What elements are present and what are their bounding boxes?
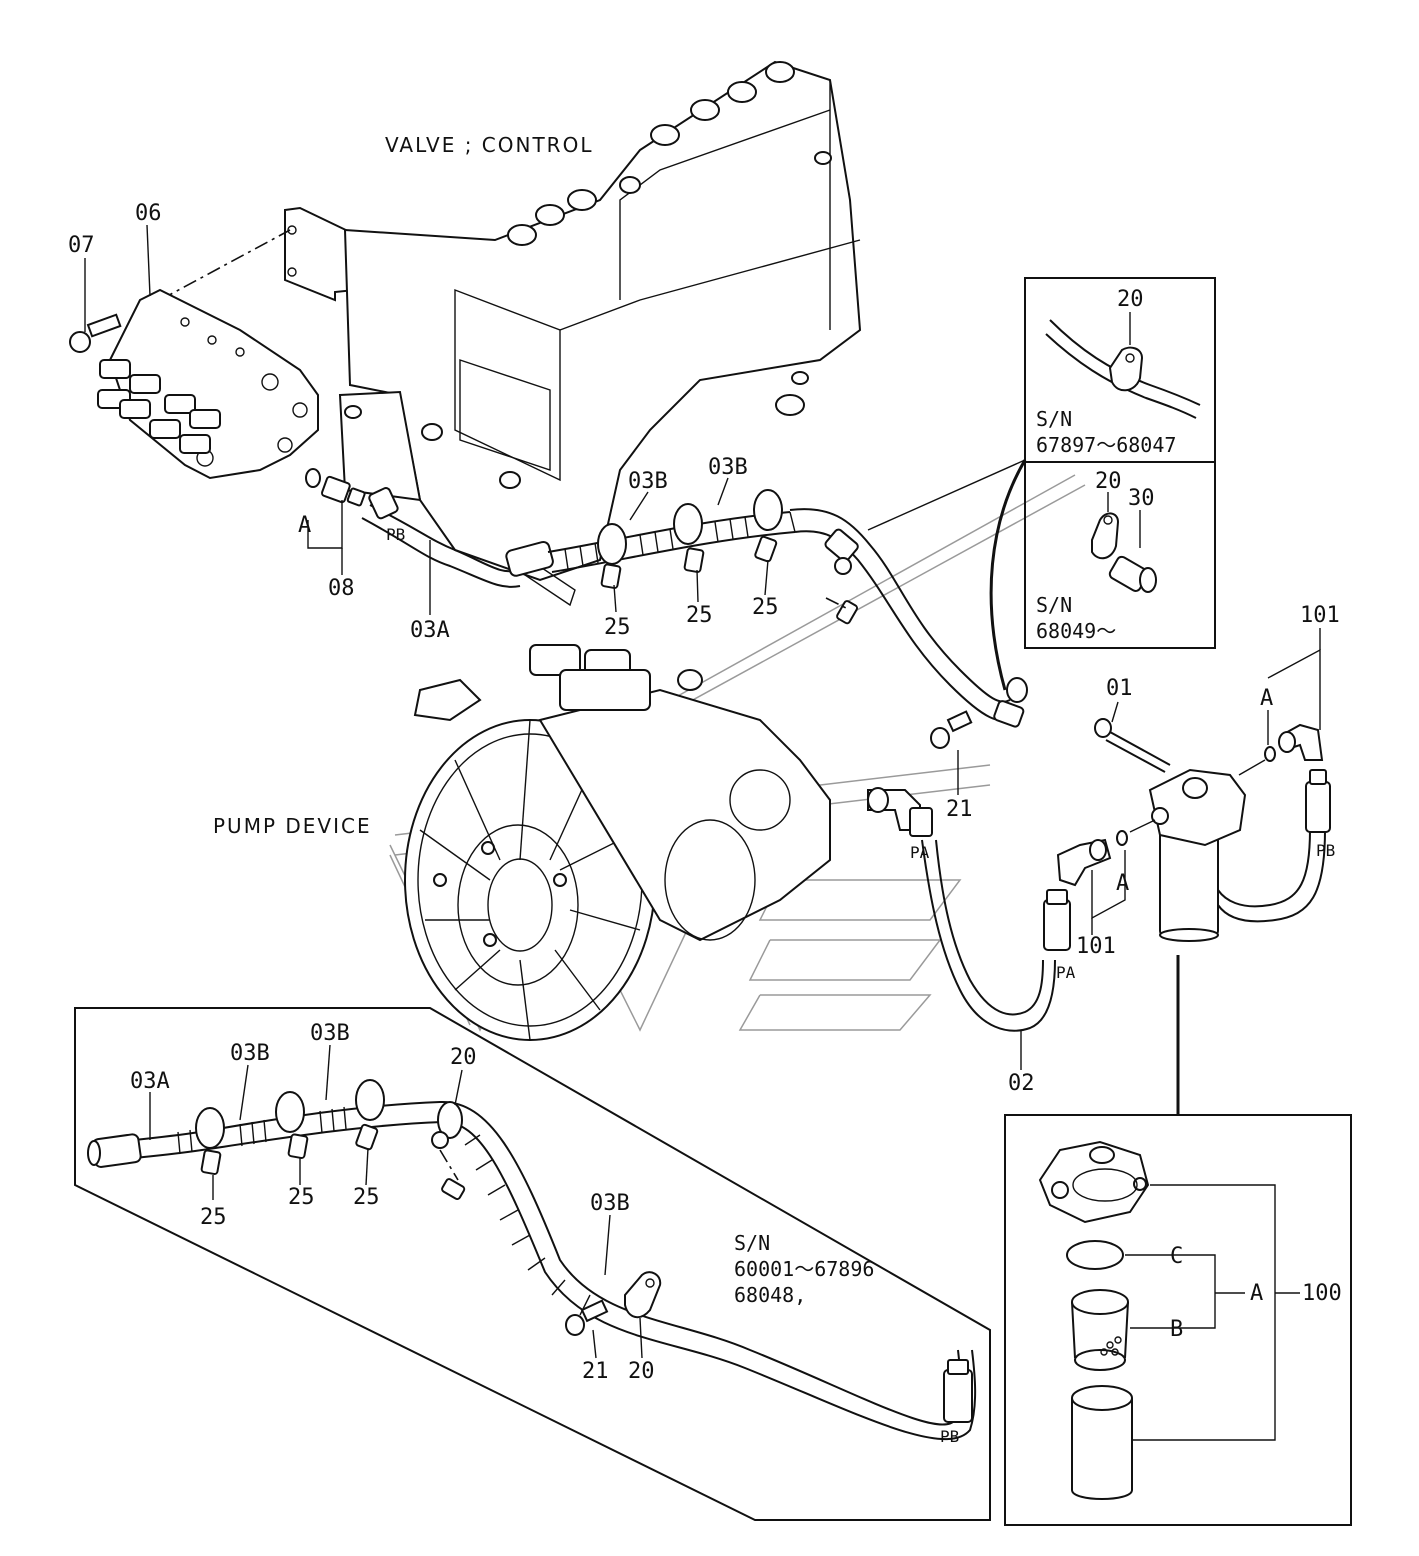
- inset-filter-exploded: C B A 100: [1004, 1114, 1352, 1526]
- filter-callout-A: A: [1250, 1281, 1263, 1306]
- callout-A-mid: A: [1116, 871, 1129, 896]
- inset-lower-callout-25-1: 25: [200, 1205, 227, 1230]
- inset-lower-callout-03B-2: 03B: [310, 1021, 350, 1046]
- inset2-callout-20: 20: [1095, 469, 1122, 494]
- inset-lower-callout-25-2: 25: [288, 1185, 315, 1210]
- callout-PB-top: PB: [386, 525, 405, 544]
- inset-lower-callout-20-top: 20: [450, 1045, 477, 1070]
- filter-callout-C: C: [1170, 1244, 1183, 1269]
- control-valve-drawing: [159, 60, 862, 607]
- callout-03B-top1: 03B: [628, 469, 668, 494]
- inset-lower-callout-03A: 03A: [130, 1069, 170, 1094]
- callout-25-t2: 25: [686, 603, 713, 628]
- inset-lower-callout-21: 21: [582, 1359, 609, 1384]
- hose-02: [921, 839, 1071, 1032]
- inset-lower-callout-20-bot: 20: [628, 1359, 655, 1384]
- filter-callout-B: B: [1170, 1317, 1183, 1342]
- inset-serial-variants: 20 S/N 67897～68047 20 30 S/N 68049～: [1024, 277, 1216, 649]
- valve-title: VALVE ; CONTROL: [385, 133, 593, 157]
- callout-PA-mid: PA: [910, 843, 930, 862]
- inset-lower-callout-03B-1: 03B: [230, 1041, 270, 1066]
- inset-lower-sn-range1: 60001～67896: [734, 1257, 874, 1281]
- inset1-sn-range: 67897～68047: [1036, 433, 1176, 457]
- inset1-callout-20: 20: [1117, 287, 1144, 312]
- clamps-25-top: [597, 489, 783, 589]
- callout-03B-top2: 03B: [708, 455, 748, 480]
- inset-lower-callout-25-3: 25: [353, 1185, 380, 1210]
- callout-03A-top: 03A: [410, 618, 450, 643]
- inset-lower-sleeve: [177, 1106, 591, 1316]
- inset1-sn-label: S/N: [1036, 407, 1072, 431]
- callout-101-top: 101: [1300, 603, 1340, 628]
- callout-PB-right: PB: [1316, 841, 1335, 860]
- inset2-callout-30: 30: [1128, 486, 1155, 511]
- filter-callout-100: 100: [1302, 1281, 1342, 1306]
- callout-PA-low: PA: [1056, 963, 1076, 982]
- callout-A-valve: A: [298, 513, 311, 538]
- fitting-08: [321, 475, 366, 507]
- main-callouts: 07 06 A PB 08 03A 03B 03B 25 25 25 21 PA…: [68, 201, 1340, 1096]
- inset-lower-sn-range2: 68048,: [734, 1283, 806, 1307]
- callout-02: 02: [1008, 1071, 1035, 1096]
- bolt-21-mid: [930, 677, 1028, 749]
- inset-lower-callout-PB: PB: [940, 1427, 959, 1446]
- bolt-01: [1094, 718, 1171, 773]
- inset2-sn-label: S/N: [1036, 593, 1072, 617]
- bolt-07: [69, 313, 122, 353]
- callout-08: 08: [328, 576, 355, 601]
- inset-lower-hose: 03A 03B 03B 20 25 25 25 03B 21 20 PB S/N…: [74, 1007, 991, 1521]
- pilot-valve-assembly: [69, 288, 366, 507]
- callout-101-mid: 101: [1076, 934, 1116, 959]
- line-filter: [1056, 718, 1331, 942]
- callout-01: 01: [1106, 676, 1133, 701]
- pump-device-drawing: [404, 644, 933, 1041]
- callout-21-mid: 21: [946, 797, 973, 822]
- inset2-sn-range: 68049～: [1036, 619, 1116, 643]
- callout-06: 06: [135, 201, 162, 226]
- sleeve-03B-top: [547, 511, 796, 573]
- pilot-fittings: [97, 359, 221, 454]
- leader-lines: [84, 224, 1321, 1115]
- hose-03-top: [361, 487, 1016, 722]
- callout-25-t3: 25: [752, 595, 779, 620]
- pump-title: PUMP DEVICE: [213, 814, 372, 838]
- inset-lower-callout-03B-3: 03B: [590, 1191, 630, 1216]
- valve-caps: [507, 61, 832, 416]
- callout-07: 07: [68, 233, 95, 258]
- inset-lower-sn-label: S/N: [734, 1231, 770, 1255]
- callout-A-top: A: [1260, 686, 1273, 711]
- callout-25-t1: 25: [604, 615, 631, 640]
